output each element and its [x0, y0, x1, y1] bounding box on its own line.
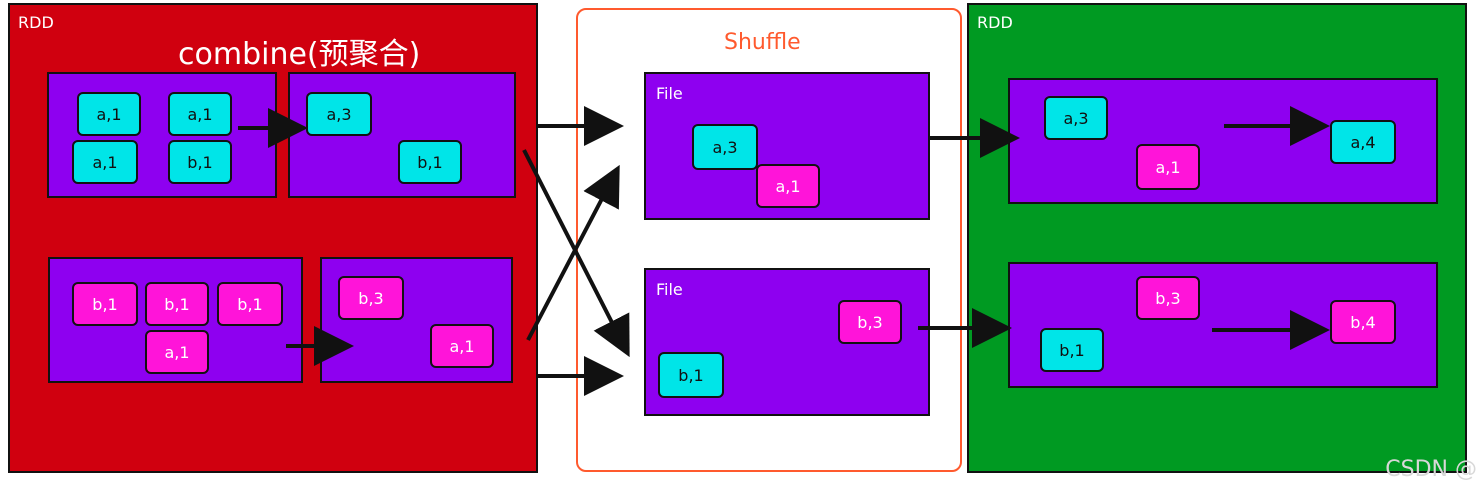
tile-f2-b1: b,1 — [658, 352, 724, 398]
tile-r1-a3: a,3 — [1044, 96, 1108, 140]
shuffle-title: Shuffle — [724, 30, 801, 55]
tile-p2-b1: b,1 — [72, 282, 138, 326]
file-label: File — [656, 84, 683, 103]
tile-f1-a1: a,1 — [756, 164, 820, 208]
tile-r2-b4: b,4 — [1330, 300, 1396, 344]
tile-f1-a3: a,3 — [692, 124, 758, 170]
tile-r2-b1: b,1 — [1040, 328, 1104, 372]
file-label: File — [656, 280, 683, 299]
tile-p2c-b3: b,3 — [338, 276, 404, 320]
tile-p2-b1: b,1 — [145, 282, 209, 326]
tile-p2-b1: b,1 — [217, 282, 283, 326]
tile-p1-b1: b,1 — [168, 140, 232, 184]
right-rdd-region: RDD — [967, 3, 1467, 473]
tile-p1-a1: a,1 — [72, 140, 138, 184]
watermark: CSDN @ — [1385, 457, 1477, 482]
tile-f2-b3: b,3 — [838, 300, 902, 344]
tile-p1c-a3: a,3 — [306, 92, 372, 136]
tile-r1-a4: a,4 — [1330, 120, 1396, 164]
combine-title: combine(预聚合) — [178, 37, 421, 72]
tile-p2-a1: a,1 — [145, 330, 209, 374]
tile-p1-a1: a,1 — [77, 92, 141, 136]
tile-p1c-b1: b,1 — [398, 140, 462, 184]
tile-p1-a1: a,1 — [168, 92, 232, 136]
tile-r2-b3: b,3 — [1136, 276, 1200, 320]
left-rdd-label: RDD — [18, 13, 54, 32]
tile-r1-a1: a,1 — [1136, 144, 1200, 190]
right-rdd-label: RDD — [977, 13, 1013, 32]
tile-p2c-a1: a,1 — [430, 324, 494, 368]
